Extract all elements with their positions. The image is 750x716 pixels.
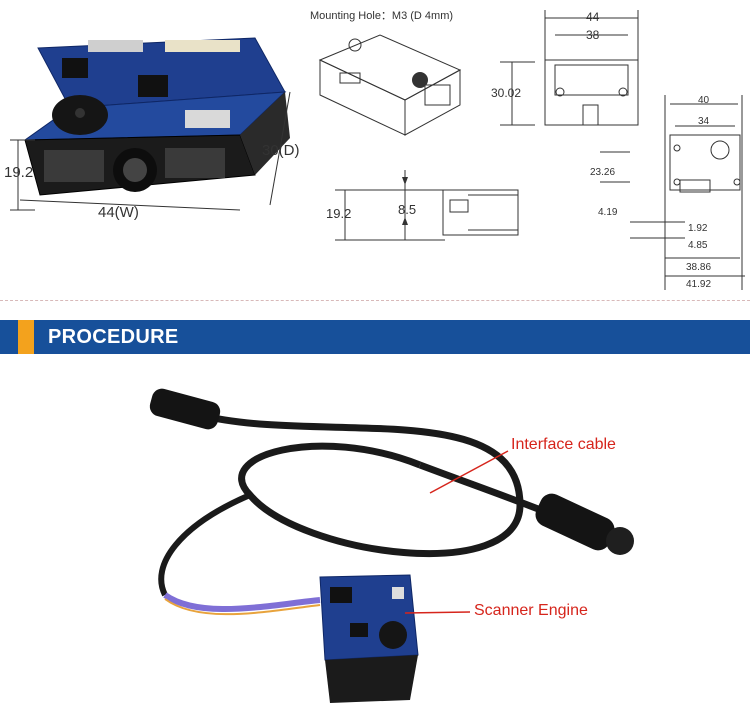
mounting-hole-label: Mounting Hole：M3 (D 4mm)	[310, 10, 454, 22]
front-view-drawing	[490, 10, 650, 130]
section-banner	[0, 320, 750, 354]
procedure-photo	[0, 355, 750, 711]
section-title: PROCEDURE	[48, 326, 179, 348]
side-offset-label: 8.5	[398, 202, 417, 217]
photo-depth-label: 30(D)	[262, 142, 300, 159]
photo-height-label: 19.2	[4, 164, 34, 181]
bottom-h4-label: 41.92	[686, 279, 712, 290]
bottom-h2-label: 4.85	[688, 240, 708, 251]
banner-accent	[18, 320, 34, 354]
interface-cable-callout: Interface cable	[511, 436, 616, 453]
front-height-label: 30.02	[491, 86, 522, 100]
bottom-h1-label: 1.92	[688, 223, 708, 234]
bottom-width-outer-label: 40	[698, 95, 710, 106]
scanner-engine-callout: Scanner Engine	[474, 602, 588, 619]
front-width-inner-label: 38	[586, 28, 600, 42]
bottom-v2-label: 4.19	[598, 207, 618, 218]
bottom-width-inner-label: 34	[698, 116, 710, 127]
photo-width-label: 44(W)	[98, 204, 139, 221]
dashed-separator	[0, 300, 750, 301]
side-view-drawing	[325, 165, 535, 245]
module-photo	[0, 0, 310, 230]
bottom-h3-label: 38.86	[686, 262, 712, 273]
side-height-label: 19.2	[326, 206, 352, 221]
bottom-view-drawing	[590, 90, 750, 295]
front-width-outer-label: 44	[586, 10, 600, 24]
iso-drawing	[310, 25, 470, 140]
bottom-v1-label: 23.26	[590, 167, 616, 178]
